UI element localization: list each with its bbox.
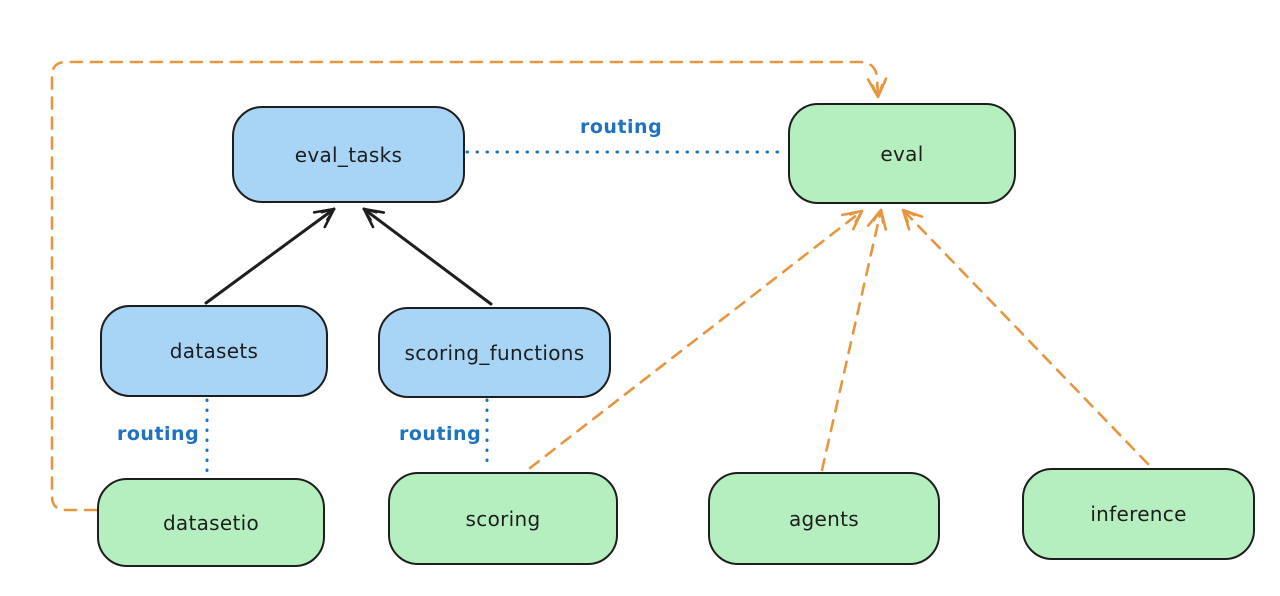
node-datasetio: datasetio bbox=[97, 478, 325, 567]
node-scoring_functions-label: scoring_functions bbox=[404, 340, 585, 365]
edge-scoring_functions-to-eval_tasks bbox=[362, 207, 493, 306]
edge-datasets-to-eval_tasks bbox=[204, 207, 336, 305]
node-agents: agents bbox=[708, 472, 940, 565]
edge-datasetio-to-eval bbox=[50, 60, 888, 512]
node-eval: eval bbox=[788, 103, 1016, 204]
edge-label-routing-datasets-datasetio: routing bbox=[117, 423, 200, 445]
node-datasets: datasets bbox=[100, 305, 328, 397]
node-scoring: scoring bbox=[388, 472, 618, 565]
node-scoring-label: scoring bbox=[465, 506, 541, 531]
node-eval_tasks-label: eval_tasks bbox=[294, 142, 403, 167]
node-inference: inference bbox=[1022, 468, 1255, 560]
node-agents-label: agents bbox=[789, 506, 859, 531]
edge-label-routing-eval_tasks-eval: routing bbox=[580, 116, 663, 138]
node-inference-label: inference bbox=[1090, 502, 1187, 526]
node-scoring_functions: scoring_functions bbox=[378, 307, 611, 398]
edge-agents-to-eval bbox=[820, 208, 888, 472]
edge-scoring-to-eval bbox=[528, 209, 864, 470]
node-eval-label: eval bbox=[880, 141, 924, 166]
node-eval_tasks: eval_tasks bbox=[232, 106, 465, 203]
edge-inference-to-eval bbox=[901, 208, 1150, 466]
node-datasetio-label: datasetio bbox=[162, 510, 260, 535]
edge-label-routing-scoring_functions-scoring: routing bbox=[399, 423, 482, 445]
node-datasets-label: datasets bbox=[169, 339, 259, 363]
